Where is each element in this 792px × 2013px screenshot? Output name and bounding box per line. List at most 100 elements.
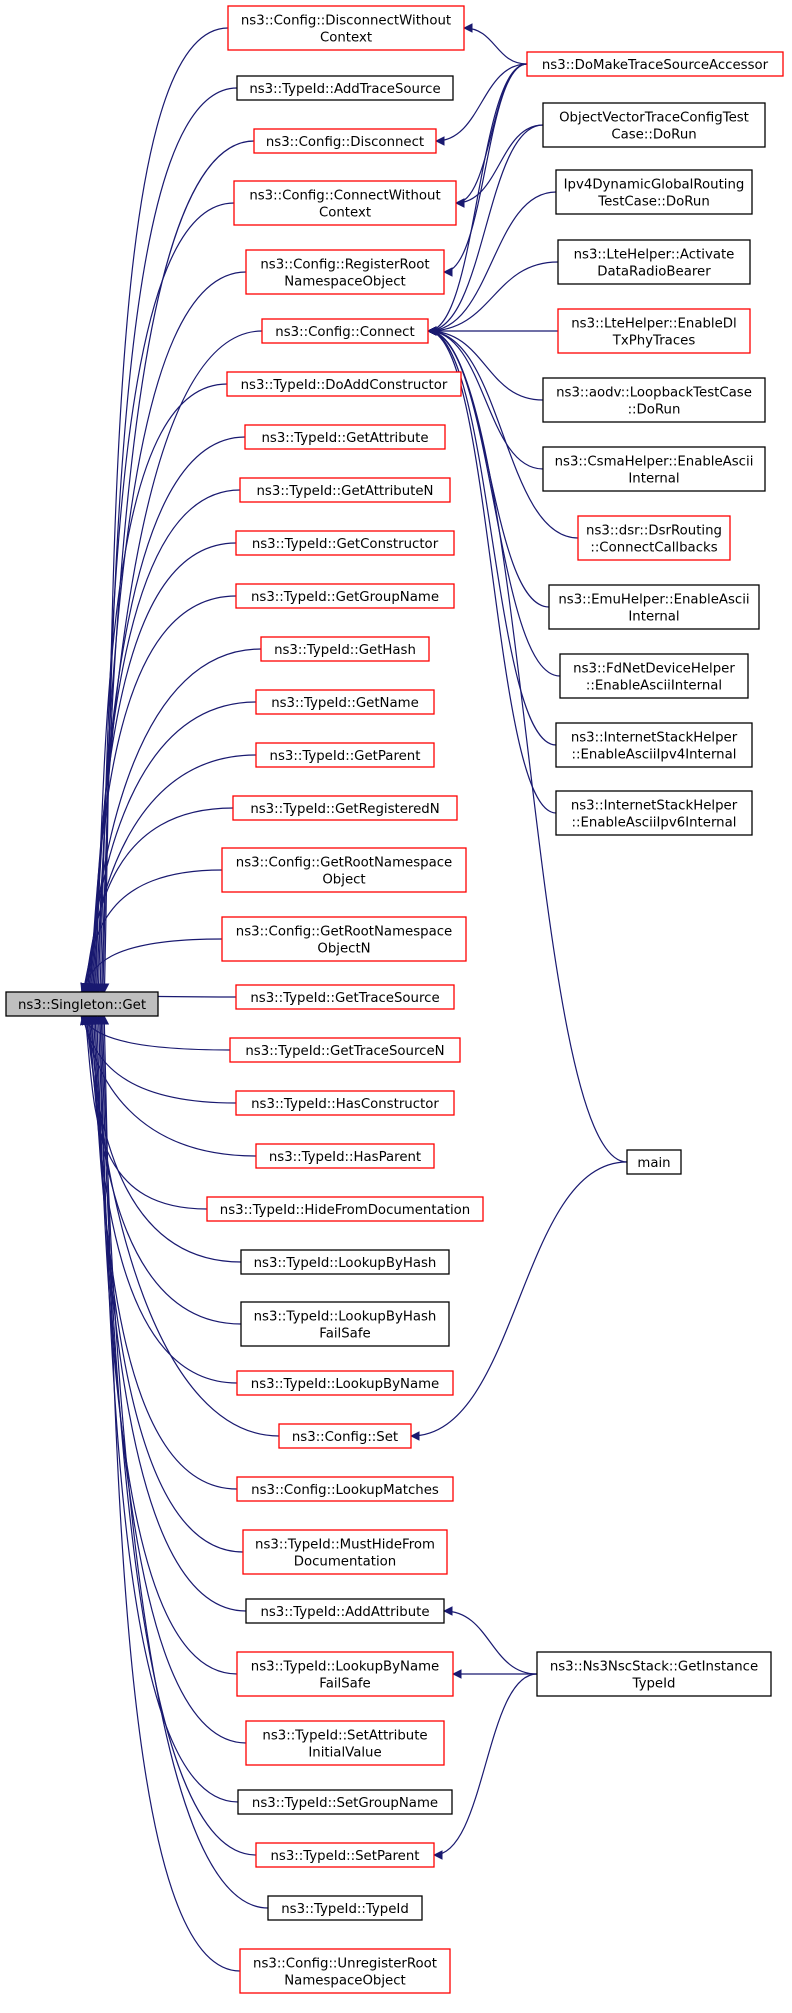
caller-node-get-parent[interactable]: ns3::TypeId::GetParent (255, 742, 435, 768)
node-label: ns3::TypeId::SetGroupName (252, 1796, 438, 1811)
node-label: FailSafe (319, 1327, 370, 1342)
caller-node-do-add-ctor[interactable]: ns3::TypeId::DoAddConstructor (226, 371, 462, 397)
node-label: ns3::Config::Connect (275, 325, 414, 340)
caller-node-lookup-matches[interactable]: ns3::Config::LookupMatches (236, 1476, 454, 1502)
node-label: TypeId (632, 1677, 676, 1692)
caller-node-unregister-root[interactable]: ns3::Config::UnregisterRootNamespaceObje… (239, 1948, 451, 1994)
caller-node-get-ctor[interactable]: ns3::TypeId::GetConstructor (235, 530, 455, 556)
caller-node-get-hash[interactable]: ns3::TypeId::GetHash (260, 636, 430, 662)
caller-node-set-parent[interactable]: ns3::TypeId::SetParent (255, 1842, 435, 1868)
caller-node-csma-ascii[interactable]: ns3::CsmaHelper::EnableAsciiInternal (542, 446, 766, 492)
node-label: ::EnableAsciiIpv6Internal (572, 816, 737, 831)
node-label: ns3::TypeId::LookupByName (251, 1377, 439, 1392)
call-edge (410, 1161, 628, 1441)
node-label: ns3::TypeId::LookupByHash (254, 1256, 437, 1271)
caller-node-has-parent[interactable]: ns3::TypeId::HasParent (255, 1143, 435, 1169)
edge-layer (79, 23, 628, 1972)
node-label: ns3::FdNetDeviceHelper (573, 662, 735, 677)
caller-node-add-trace[interactable]: ns3::TypeId::AddTraceSource (236, 75, 454, 101)
caller-node-main[interactable]: main (626, 1149, 682, 1175)
call-edge (427, 326, 544, 470)
node-label: ns3::TypeId::HasParent (269, 1150, 421, 1165)
node-label: ns3::Config::Disconnect (266, 135, 424, 150)
node-label: FailSafe (319, 1677, 370, 1692)
call-edge (89, 436, 246, 993)
node-label: ns3::InternetStackHelper (571, 731, 738, 746)
node-label: ns3::Singleton::Get (18, 998, 146, 1013)
node-label: ns3::TypeId::LookupByHash (254, 1310, 437, 1325)
node-label: ns3::TypeId::GetConstructor (252, 537, 439, 552)
caller-node-inet-ipv4[interactable]: ns3::InternetStackHelper::EnableAsciiIpv… (555, 722, 753, 768)
call-edge (427, 191, 557, 336)
caller-node-lookup-hash[interactable]: ns3::TypeId::LookupByHash (240, 1249, 450, 1275)
node-label: ns3::TypeId::TypeId (281, 1902, 409, 1917)
caller-node-lookup-name[interactable]: ns3::TypeId::LookupByName (236, 1370, 454, 1396)
focus-node-singleton-get[interactable]: ns3::Singleton::Get (5, 991, 159, 1017)
call-edge (80, 938, 223, 993)
caller-node-emu-ascii[interactable]: ns3::EmuHelper::EnableAsciiInternal (548, 584, 760, 630)
node-label: ns3::TypeId::GetName (271, 696, 419, 711)
node-label: ns3::TypeId::AddAttribute (260, 1605, 429, 1620)
node-label: TestCase::DoRun (597, 195, 710, 210)
call-edge (427, 326, 544, 401)
call-edge (95, 1015, 239, 1803)
call-edge (427, 326, 628, 1163)
caller-node-get-attr-n[interactable]: ns3::TypeId::GetAttributeN (239, 477, 451, 503)
caller-node-set-group[interactable]: ns3::TypeId::SetGroupName (237, 1789, 453, 1815)
caller-node-get-reg-n[interactable]: ns3::TypeId::GetRegisteredN (232, 795, 458, 821)
caller-node-hide-doc[interactable]: ns3::TypeId::HideFromDocumentation (206, 1196, 484, 1222)
node-label: NamespaceObject (284, 1974, 406, 1989)
caller-node-disconnect[interactable]: ns3::Config::Disconnect (253, 128, 437, 154)
call-edge (87, 1015, 238, 1490)
node-label: ns3::Config::UnregisterRoot (253, 1957, 437, 1972)
call-edge (435, 63, 528, 146)
caller-node-get-name[interactable]: ns3::TypeId::GetName (255, 689, 435, 715)
call-edge (88, 489, 241, 993)
node-label: ns3::LteHelper::EnableDl (571, 317, 737, 332)
caller-node-get-trace-n[interactable]: ns3::TypeId::GetTraceSourceN (229, 1037, 461, 1063)
caller-node-get-trace[interactable]: ns3::TypeId::GetTraceSource (235, 984, 455, 1010)
caller-node-do-make-trace[interactable]: ns3::DoMakeTraceSourceAccessor (526, 51, 784, 77)
caller-node-get-group[interactable]: ns3::TypeId::GetGroupName (235, 583, 455, 609)
node-label: ::ConnectCallbacks (590, 541, 717, 556)
call-edge (433, 1673, 538, 1860)
call-edge (427, 261, 559, 336)
node-label: ns3::TypeId::GetParent (270, 749, 421, 764)
node-label: ns3::Config::Set (292, 1430, 398, 1445)
caller-node-config-set[interactable]: ns3::Config::Set (278, 1423, 412, 1449)
caller-node-inet-ipv6[interactable]: ns3::InternetStackHelper::EnableAsciiIpv… (555, 790, 753, 836)
call-edge (98, 1015, 269, 1909)
call-edge (80, 869, 223, 993)
caller-node-aodv-loopback[interactable]: ns3::aodv::LoopbackTestCase::DoRun (542, 377, 766, 423)
caller-node-get-attr[interactable]: ns3::TypeId::GetAttribute (244, 424, 446, 450)
node-label: ns3::TypeId::GetTraceSourceN (245, 1044, 444, 1059)
caller-node-connect[interactable]: ns3::Config::Connect (261, 318, 429, 344)
node-label: DataRadioBearer (597, 265, 711, 280)
node-label: ::DoRun (628, 403, 681, 418)
caller-node-dsr-connect[interactable]: ns3::dsr::DsrRouting::ConnectCallbacks (577, 515, 731, 561)
node-label: Internal (628, 610, 679, 625)
node-label: ns3::InternetStackHelper (571, 799, 738, 814)
node-label: ns3::Config::RegisterRoot (260, 258, 429, 273)
caller-node-typeid[interactable]: ns3::TypeId::TypeId (267, 1895, 423, 1921)
caller-node-has-ctor[interactable]: ns3::TypeId::HasConstructor (235, 1090, 455, 1116)
node-label: ns3::DoMakeTraceSourceAccessor (542, 58, 769, 73)
caller-node-add-attr[interactable]: ns3::TypeId::AddAttribute (245, 1598, 445, 1624)
caller-node-fdnet-ascii[interactable]: ns3::FdNetDeviceHelper::EnableAsciiInter… (559, 653, 749, 699)
call-edge (92, 330, 263, 993)
